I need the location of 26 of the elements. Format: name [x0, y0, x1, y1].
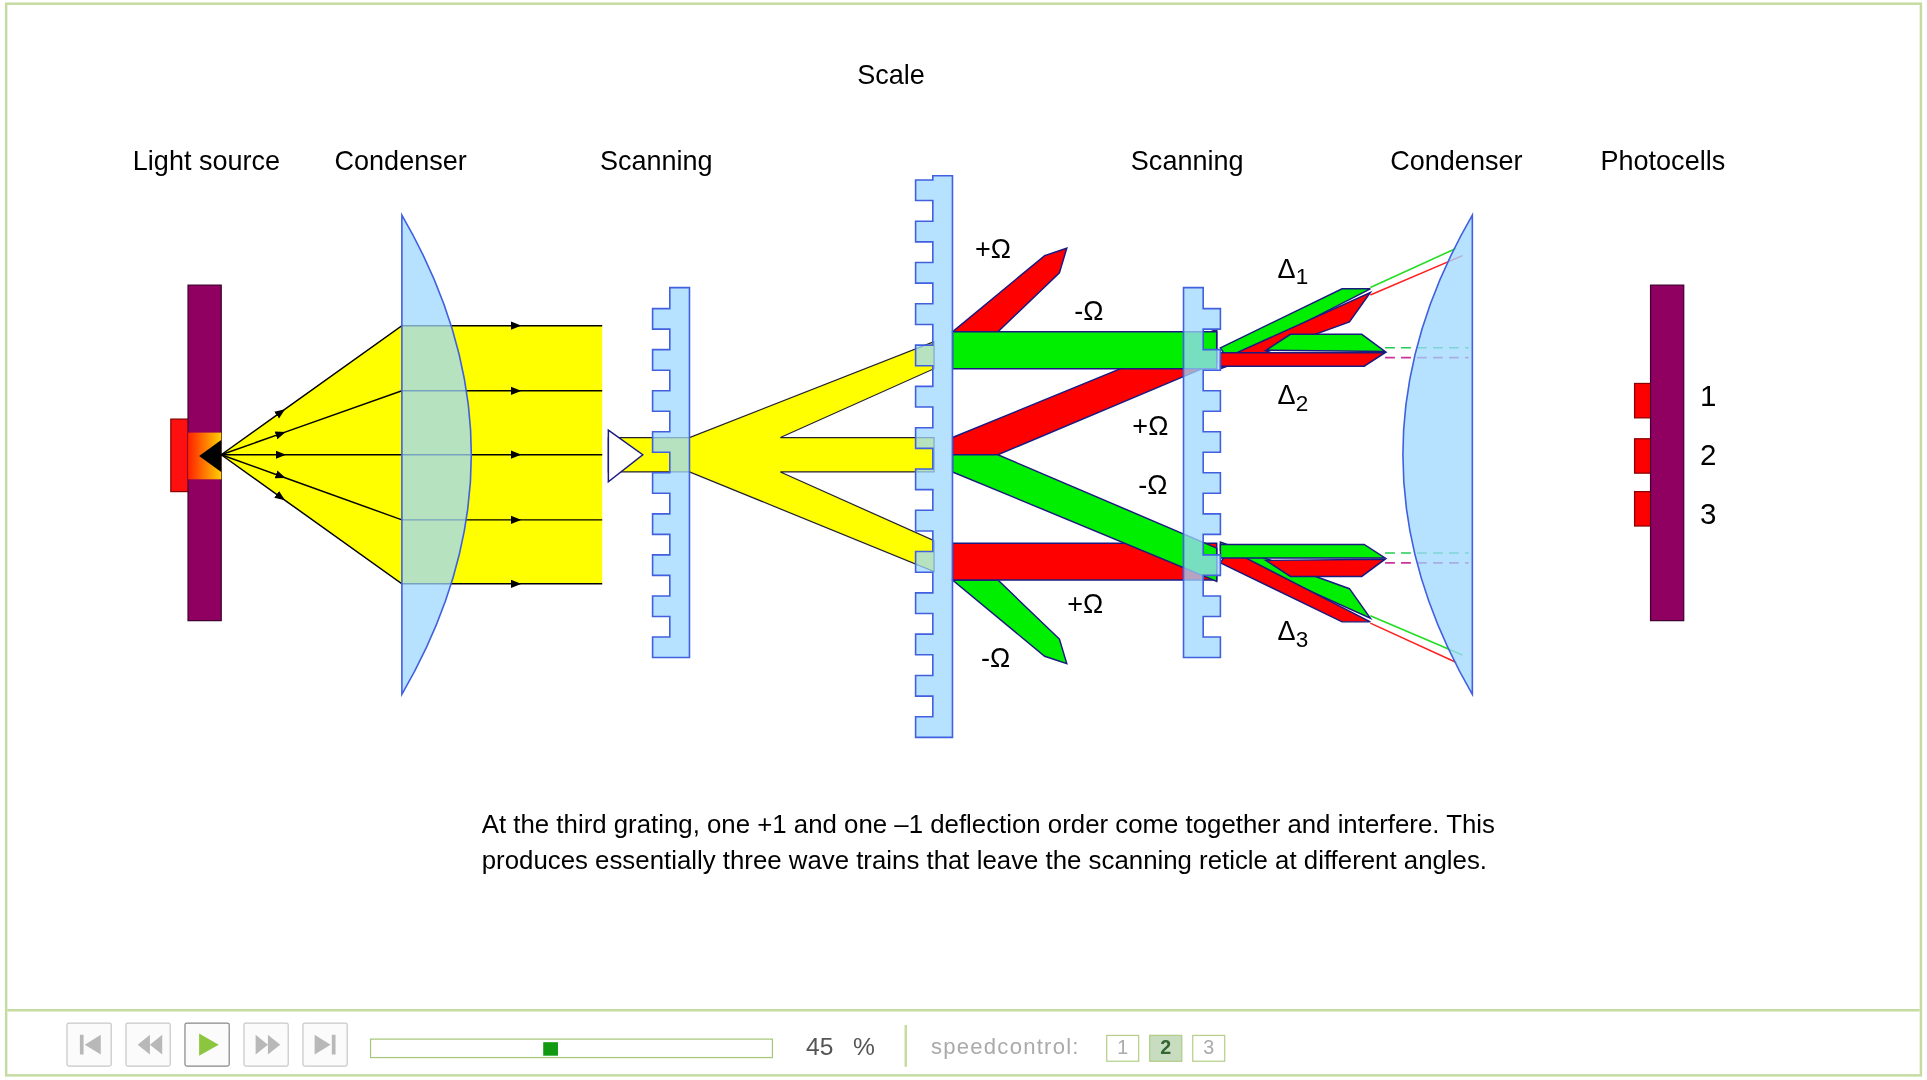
- progress-value: 45: [806, 1032, 834, 1062]
- component-label: Condenser: [1390, 145, 1523, 177]
- speed-control-label: speedcontrol:: [930, 1034, 1080, 1060]
- component-label: Condenser: [334, 145, 467, 177]
- phase-label: Δ$_{1}$: [1277, 252, 1309, 291]
- photocell-number: 2: [1700, 437, 1717, 472]
- speed-button: 2: [1149, 1034, 1183, 1062]
- scale-label: Scale: [857, 59, 925, 91]
- photocell-number: 1: [1700, 378, 1717, 413]
- phase-label: Δ$_{2}$: [1277, 379, 1309, 417]
- caption-text: At the third grating, one +1 and one –1 deflection order come together and interfere. This produces essentially three wave trains that leave the scanning reticle at different angles.: [481, 808, 1496, 876]
- component-label: Scanning: [599, 145, 713, 177]
- order-label: -Ω: [1138, 469, 1168, 502]
- order-label: +Ω: [1132, 410, 1169, 443]
- component-label: Light source: [132, 145, 281, 177]
- photocell-number: 3: [1700, 496, 1717, 531]
- speed-button: 3: [1192, 1034, 1226, 1062]
- speed-button: 1: [1106, 1034, 1140, 1062]
- component-label: Photocells: [1600, 145, 1726, 177]
- order-label: +Ω: [1067, 588, 1104, 621]
- phase-label: Δ$_{3}$: [1277, 615, 1309, 653]
- component-label: Scanning: [1130, 145, 1244, 177]
- percent-sign: %: [853, 1032, 875, 1062]
- order-label: -Ω: [980, 642, 1011, 675]
- order-label: +Ω: [975, 233, 1012, 266]
- order-label: -Ω: [1074, 294, 1104, 327]
